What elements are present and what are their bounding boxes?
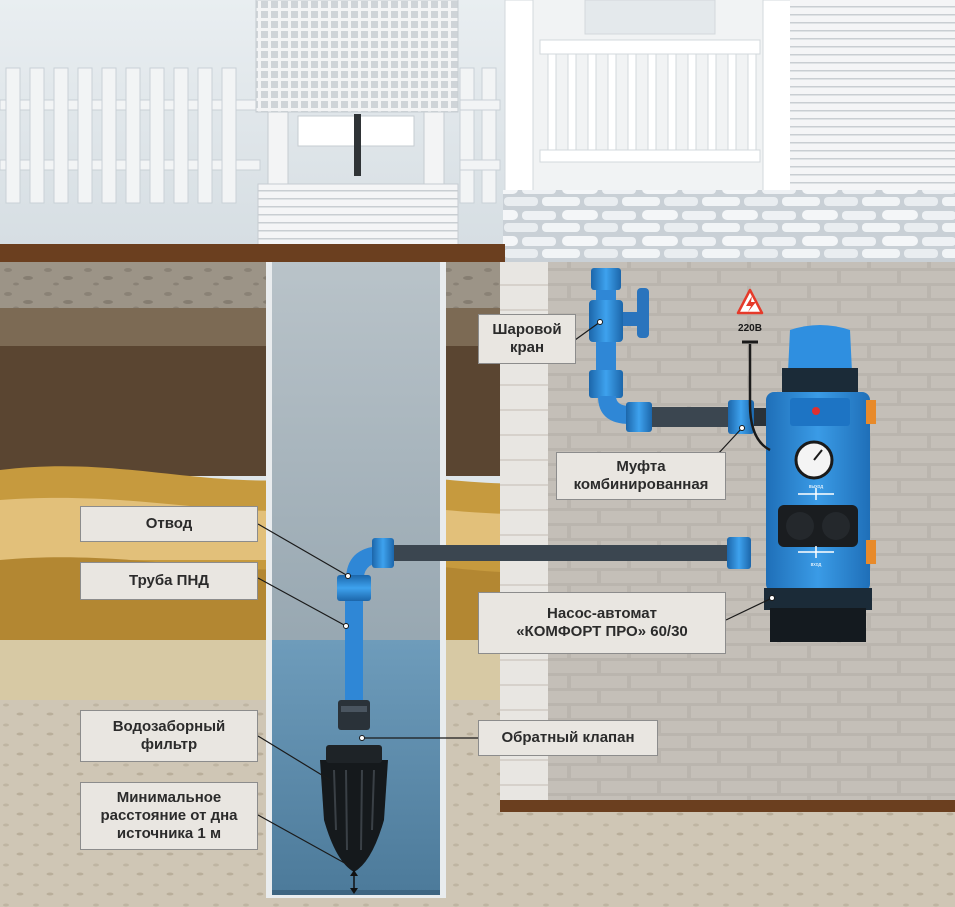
label-combined-coupling: Муфта комбинированная <box>556 452 726 500</box>
label-pnd-pipe: Труба ПНД <box>80 562 258 600</box>
label-intake-filter: Водозаборный фильтр <box>80 710 258 762</box>
high-voltage-warning-icon <box>736 288 764 315</box>
picket-fence <box>0 67 501 204</box>
label-elbow: Отвод <box>80 506 258 542</box>
callout-leader-dots <box>343 319 775 741</box>
pump-outlet-marking: выход <box>809 484 823 490</box>
callout-leader-lines <box>257 321 773 867</box>
house-facade <box>503 0 955 262</box>
label-ball-valve: Шаровой кран <box>478 314 576 364</box>
pipe-system <box>320 268 768 894</box>
voltage-label: 220В <box>738 323 762 334</box>
pump-unit: выход вход <box>742 325 876 642</box>
pump-inlet-marking: вход <box>811 562 822 568</box>
label-pump-comfort-pro: Насос-автомат «КОМФОРТ ПРО» 60/30 <box>478 592 726 654</box>
well-canopy <box>255 0 459 265</box>
label-check-valve: Обратный клапан <box>478 720 658 756</box>
label-min-distance: Минимальное расстояние от дна источника … <box>80 782 258 850</box>
